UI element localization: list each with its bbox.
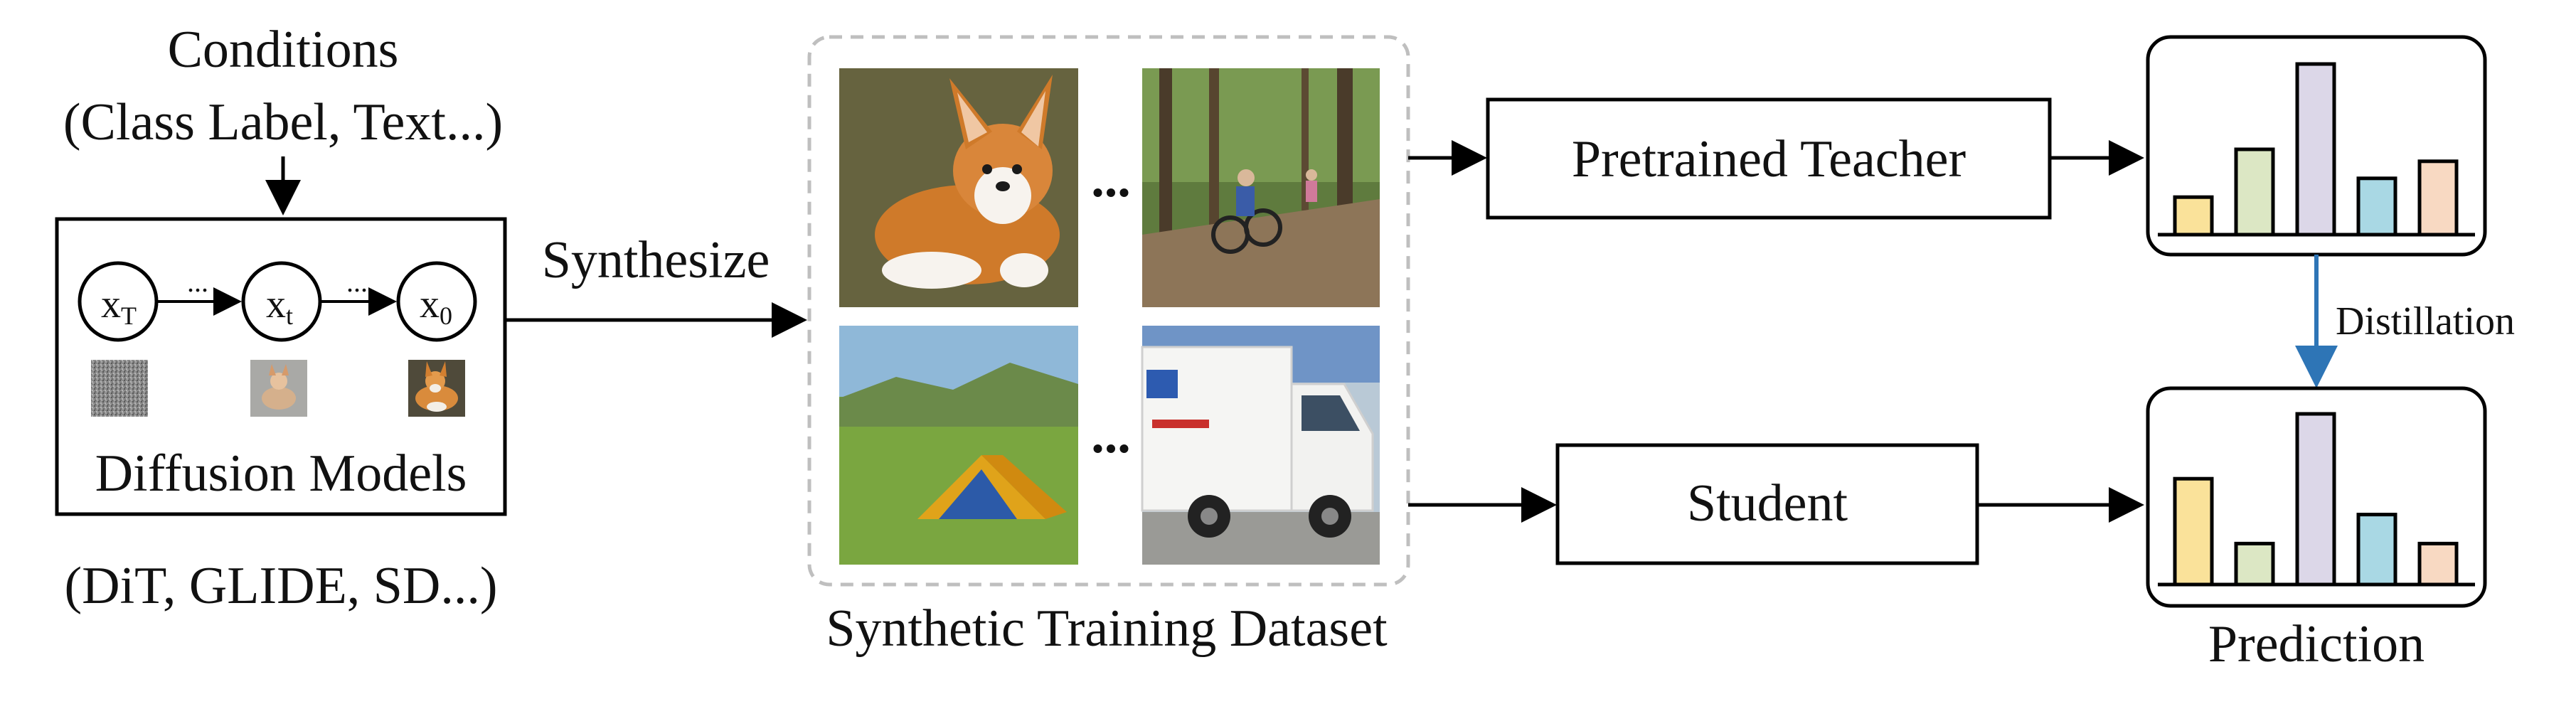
node-xt-main: x bbox=[266, 282, 286, 326]
prediction-label: Prediction bbox=[2208, 615, 2425, 673]
dataset-dots-bottom: ... bbox=[1091, 406, 1131, 464]
teacher-bar-3 bbox=[2295, 62, 2336, 237]
teacher-bar-5 bbox=[2417, 159, 2459, 237]
partially-denoised-thumbnail bbox=[250, 360, 307, 417]
dataset-dashed-box bbox=[807, 35, 1410, 587]
node-x0-main: x bbox=[420, 282, 440, 326]
node-dots-1: ... bbox=[187, 266, 208, 298]
thumbnail-tent bbox=[839, 326, 1078, 565]
student-bar-2 bbox=[2234, 541, 2275, 587]
conditions-title: Conditions bbox=[168, 21, 399, 79]
distillation-label: Distillation bbox=[2336, 299, 2515, 343]
student-bar-3 bbox=[2295, 412, 2336, 587]
dataset-label: Synthetic Training Dataset bbox=[826, 599, 1388, 658]
node-xT-main: x bbox=[101, 282, 121, 326]
student-label: Student bbox=[1687, 474, 1848, 533]
teacher-bar-1 bbox=[2173, 195, 2214, 237]
conditions-subtitle: (Class Label, Text...) bbox=[63, 93, 503, 151]
thumbnail-delivery-truck bbox=[1141, 326, 1380, 565]
diffusion-examples: (DiT, GLIDE, SD...) bbox=[64, 557, 497, 615]
diffusion-models-label: Diffusion Models bbox=[95, 444, 467, 503]
student-box bbox=[1555, 443, 1979, 565]
teacher-bar-4 bbox=[2356, 176, 2397, 237]
student-bar-4 bbox=[2356, 513, 2397, 587]
node-x0-sub: 0 bbox=[440, 302, 452, 330]
thumbnail-mountain-bikers bbox=[1142, 68, 1380, 307]
synthesize-label: Synthesize bbox=[542, 231, 770, 289]
student-histogram bbox=[2173, 412, 2459, 587]
node-dots-2: ... bbox=[346, 266, 368, 298]
noise-thumbnail bbox=[91, 360, 148, 417]
node-xT: x T bbox=[78, 261, 159, 342]
teacher-box bbox=[1486, 97, 2052, 220]
student-bar-1 bbox=[2173, 476, 2214, 587]
teacher-bar-2 bbox=[2234, 147, 2275, 237]
node-xt-sub: t bbox=[286, 302, 293, 330]
node-xt: x t bbox=[241, 261, 322, 342]
generated-corgi-thumbnail bbox=[408, 360, 465, 417]
dataset-dots-top: ... bbox=[1091, 150, 1131, 208]
teacher-label: Pretrained Teacher bbox=[1572, 130, 1966, 188]
teacher-histogram bbox=[2173, 62, 2459, 237]
node-xT-sub: T bbox=[121, 302, 137, 330]
student-bar-5 bbox=[2417, 541, 2459, 587]
thumbnail-corgi-puppy bbox=[839, 68, 1078, 307]
node-x0: x 0 bbox=[396, 261, 477, 342]
